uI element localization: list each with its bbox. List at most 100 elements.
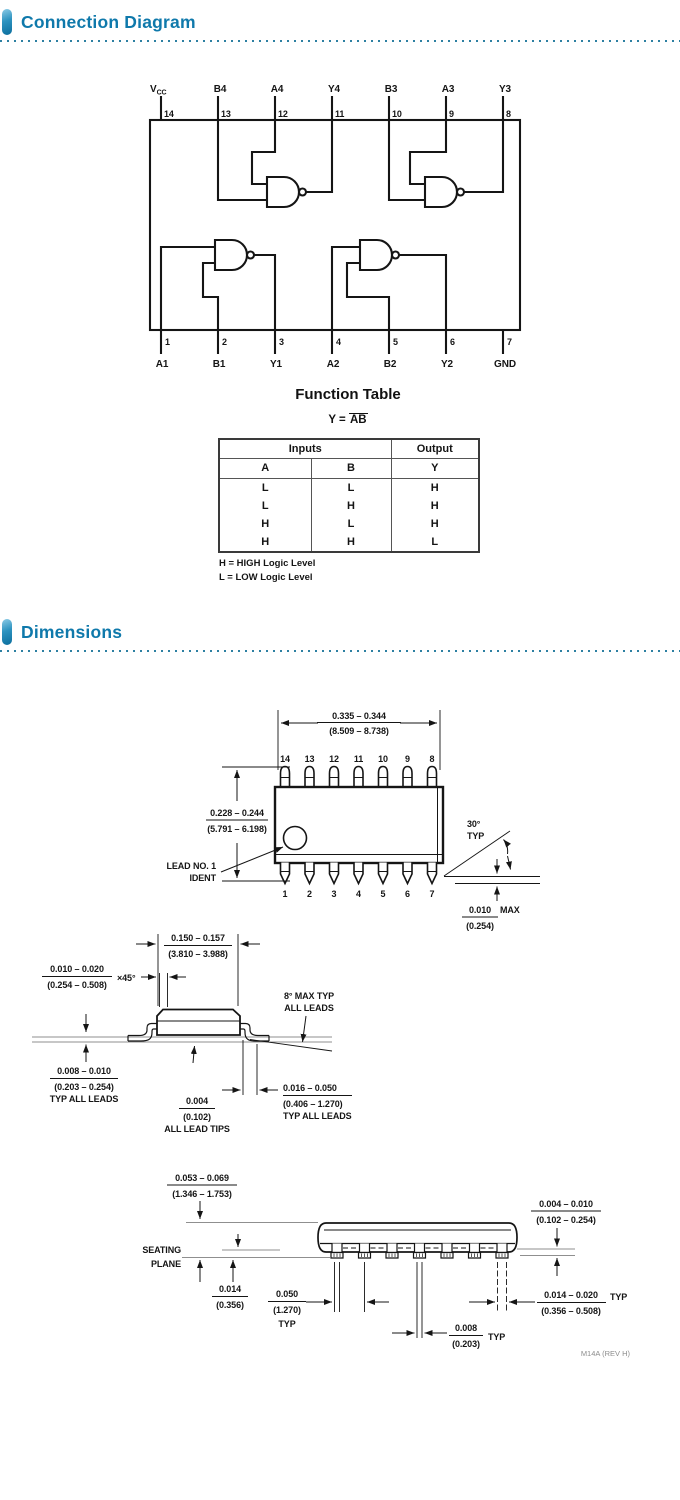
cell: L [310,514,392,533]
dim-pkg-height-front: 0.053 – 0.069 (1.346 – 1.753) [167,1173,237,1282]
top-pin-lines [159,96,505,120]
dim-pkg-width: 0.335 – 0.344 (8.509 – 8.738) [277,710,441,770]
dim-lead-width: 0.014 – 0.020 TYP (0.356 – 0.508) [469,1262,627,1316]
dim-label: 0.004 – 0.010 [539,1199,593,1209]
cell: H [218,532,312,552]
dim-label: 0.335 – 0.344 [332,711,386,721]
pin-number: 2 [222,337,227,347]
cell: L [218,496,312,515]
dim-label: TYP [278,1319,295,1329]
dotted-separator [0,40,680,42]
pin-number: 10 [392,109,402,119]
nand-gate-3-wires [387,121,505,202]
nand-gate-1-wires [159,245,277,329]
function-table-equation: Y = AB [208,413,488,426]
dim-body-width: 0.150 – 0.157 (3.810 – 3.988) [136,933,260,1006]
pin-number: 3 [332,889,337,899]
seating-plane: SEATING PLANE [142,1245,330,1269]
dim-label: TYP [488,1332,505,1342]
equation-lhs: Y = [328,414,346,426]
dim-standoff-front: 0.014 (0.356) [212,1234,248,1310]
cell: H [218,514,312,533]
cell: H [390,496,480,515]
pin-label: A4 [271,84,284,95]
section-header-connection-diagram: Connection Diagram [2,8,196,36]
dim-lead-pitch: 0.050 (1.270) TYP [268,1262,389,1329]
callout-label: LEAD NO. 1 [166,861,216,871]
pin-number: 7 [507,337,512,347]
column-header-b: B [310,457,392,479]
pin-number: 7 [430,889,435,899]
callout-label: IDENT [189,873,216,883]
section-header-dimensions: Dimensions [2,618,122,646]
nand-gate-2-wires [330,245,448,329]
dim-label: ALL LEADS [284,1003,334,1013]
pin-number: 3 [279,337,284,347]
dim-label: (0.203) [452,1339,480,1349]
pin-number: 14 [164,109,174,119]
dotted-separator [0,650,680,652]
dim-label: 0.010 [469,905,491,915]
cell: H [310,496,392,515]
pin-label: B2 [384,359,397,370]
dim-lead-thickness: 0.008 – 0.010 (0.203 – 0.254) TYP ALL LE… [50,1014,118,1104]
dim-label: 30° [467,819,481,829]
table-row: Inputs Output [218,438,480,459]
pin-number: 12 [278,109,288,119]
pin-number: 1 [283,889,288,899]
dim-label: (1.270) [273,1305,301,1315]
dim-label: (5.791 – 6.198) [207,824,267,834]
dim-lead-angle-8: 8° MAX TYP ALL LEADS [284,991,334,1043]
pin-label: GND [494,359,516,370]
pin-number: 13 [305,754,315,764]
top-pins [279,765,438,788]
pin-label: A1 [156,359,169,370]
pin-label: Y3 [499,84,512,95]
dim-label: 0.150 – 0.157 [171,933,225,943]
dim-foot-length: 0.016 – 0.050 (0.406 – 1.270) TYP ALL LE… [222,1040,352,1121]
section-bar-icon [2,9,12,35]
function-table: Inputs Output A B Y L L H L H H H L H H … [218,438,480,553]
lead-ident-callout: LEAD NO. 1 IDENT [166,846,284,883]
dim-label: (3.810 – 3.988) [168,949,228,959]
dim-label: (0.102) [183,1112,211,1122]
pin-number: 1 [165,337,170,347]
table-row: H L H [218,514,480,533]
callout-label: PLANE [151,1259,181,1269]
dim-label: 0.014 – 0.020 [544,1290,598,1300]
bottom-pin-lines [159,330,505,354]
dim-label: MAX [500,905,520,915]
pin-number: 14 [280,754,290,764]
pin-label: Y4 [328,84,341,95]
pin-number: 4 [356,889,361,899]
dim-label: 0.004 [186,1096,208,1106]
nand-gate-4-body [265,175,300,209]
package-body [273,785,445,865]
dim-label: (0.254) [466,921,494,931]
dim-label: 0.050 [276,1289,298,1299]
dim-label: (1.346 – 1.753) [172,1189,232,1199]
equation-overlined-term: AB [348,413,368,426]
cell: H [310,532,392,552]
callout-label: SEATING [142,1245,181,1255]
column-header-a: A [218,457,312,479]
dim-label: 0.010 – 0.020 [50,964,104,974]
cell: H [390,478,480,497]
nand-gate-4-wires [216,121,334,202]
package-dimensions-drawing: 0.335 – 0.344 (8.509 – 8.738) 14 13 12 1… [32,710,630,1358]
pin-label: A2 [327,359,340,370]
cell: L [390,532,480,552]
pin-number: 4 [336,337,341,347]
table-row: L L H [218,478,480,497]
dim-label: 0.228 – 0.244 [210,808,264,818]
dim-label: (0.203 – 0.254) [54,1082,114,1092]
nand-gate-3-bubble [455,187,466,197]
dim-lead-tip: 0.004 (0.102) ALL LEAD TIPS [164,1045,230,1134]
section-title: Connection Diagram [21,11,196,32]
section-bar-icon [2,619,12,645]
pin-number: 6 [450,337,455,347]
dim-label: (0.406 – 1.270) [283,1099,343,1109]
dim-web: 0.008 (0.203) TYP [392,1262,505,1349]
pin-number: 12 [329,754,339,764]
